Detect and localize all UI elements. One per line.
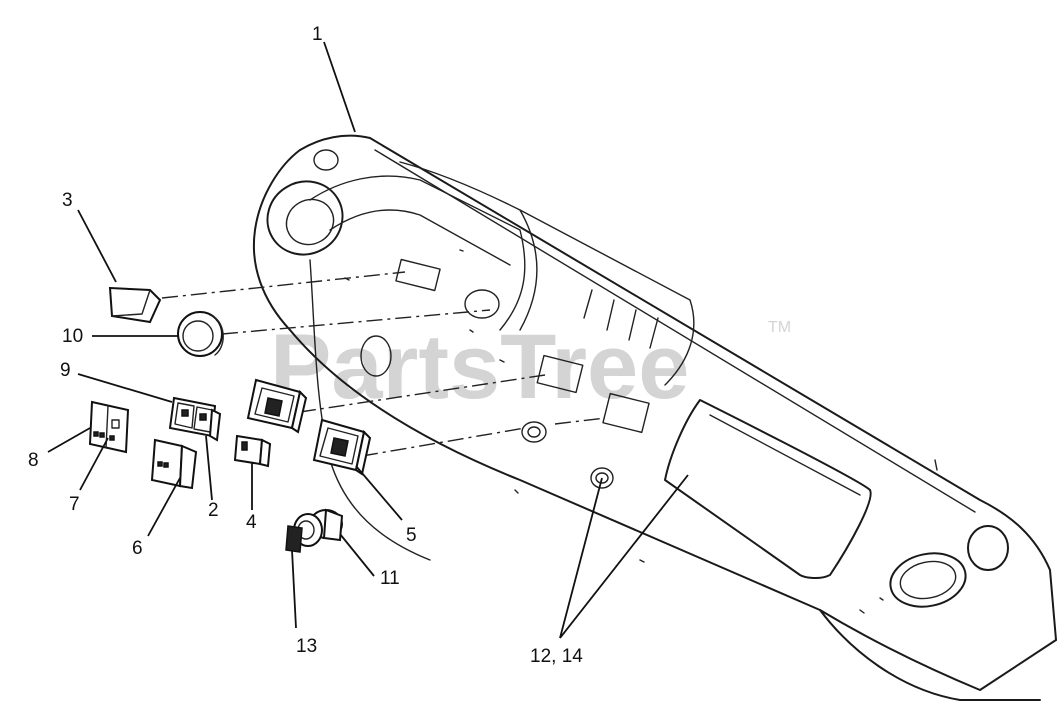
callout-13: 13 [296, 636, 317, 657]
watermark-text: PartsTree [270, 316, 689, 418]
leader-lines [47, 41, 689, 639]
callout-8: 8 [28, 450, 39, 471]
callout-6: 6 [132, 538, 143, 559]
part-3-switch-plug [108, 286, 162, 324]
callout-3: 3 [62, 190, 73, 211]
watermark-trademark: TM [768, 319, 791, 336]
callout-labels: 1 2 3 4 5 6 7 8 9 10 11 12, 14 13 [28, 24, 583, 667]
callout-12-14: 12, 14 [530, 646, 583, 667]
callout-9: 9 [60, 360, 71, 381]
part-10-gauge [177, 311, 224, 357]
part-4-switch [233, 434, 272, 468]
callout-11: 11 [380, 568, 400, 589]
callout-10: 10 [62, 326, 83, 347]
callout-2: 2 [208, 500, 219, 521]
part-5-switch-housing-upper [246, 378, 308, 434]
callout-5: 5 [406, 525, 417, 546]
watermark: PartsTree TM [270, 316, 791, 418]
callout-1: 1 [312, 24, 323, 45]
part-13-key [285, 525, 303, 553]
installation-lines [161, 271, 606, 457]
part-5-switch-housing-lower [312, 418, 372, 476]
part-11-ignition-switch [293, 508, 344, 547]
part-9-rocker-switch [168, 396, 222, 442]
callout-4: 4 [246, 512, 257, 533]
part-8-switch-bezel [88, 400, 130, 454]
callout-7: 7 [69, 494, 80, 515]
part-6-switch-cover [150, 438, 198, 490]
